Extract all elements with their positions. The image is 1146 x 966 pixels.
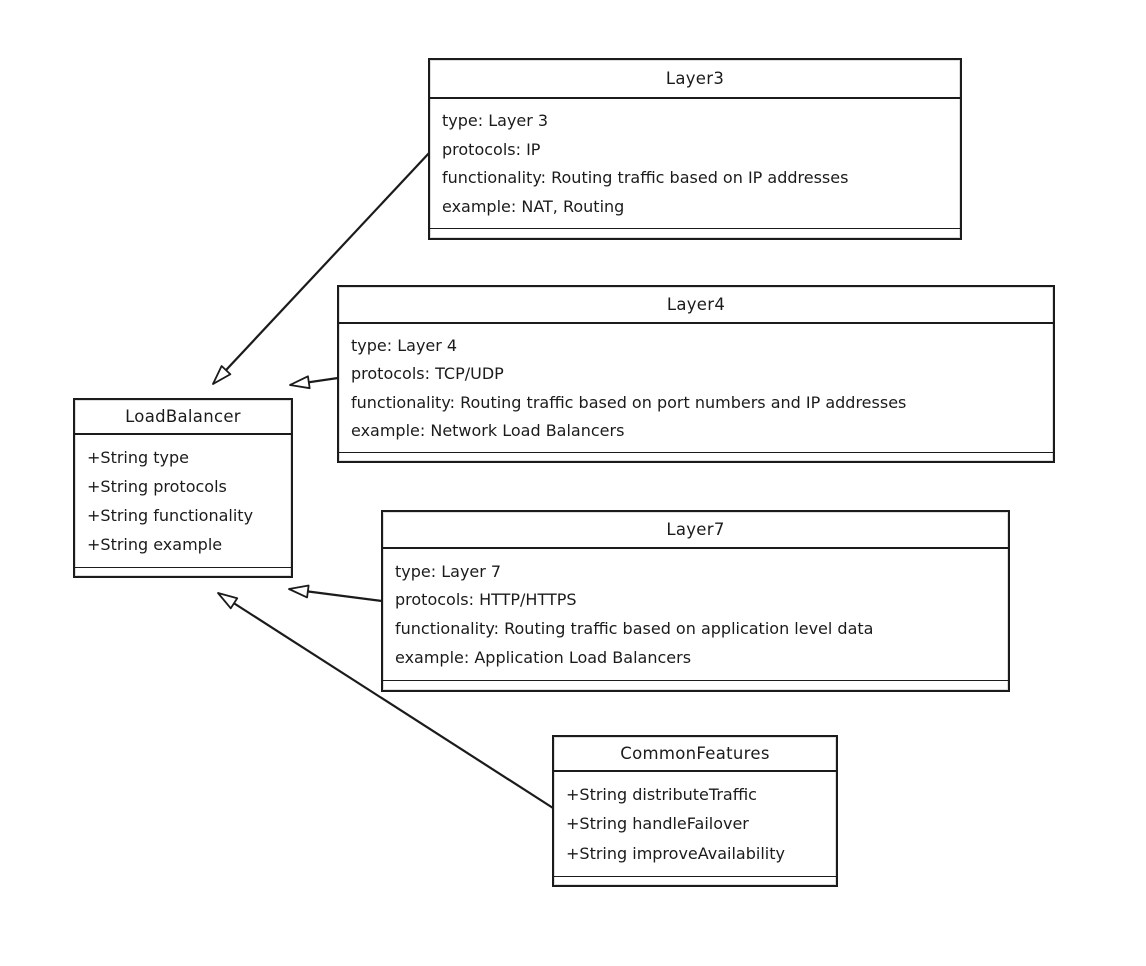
class-member: +String type bbox=[87, 447, 189, 467]
methods-compartment-empty bbox=[339, 452, 1053, 461]
methods-compartment-empty bbox=[75, 567, 291, 576]
class-member: protocols: IP bbox=[442, 139, 541, 159]
class-title-layer3: Layer3 bbox=[430, 60, 960, 99]
class-member: +String distributeTraffic bbox=[566, 785, 757, 805]
class-member: +String protocols bbox=[87, 476, 227, 496]
class-member: protocols: HTTP/HTTPS bbox=[395, 590, 577, 610]
class-member: functionality: Routing traffic based on … bbox=[395, 619, 874, 639]
class-box-layer3: Layer3 type: Layer 3 protocols: IP funct… bbox=[428, 58, 962, 240]
class-box-layer7: Layer7 type: Layer 7 protocols: HTTP/HTT… bbox=[381, 510, 1010, 692]
class-member: functionality: Routing traffic based on … bbox=[351, 392, 907, 412]
class-member: example: NAT, Routing bbox=[442, 196, 625, 216]
methods-compartment-empty bbox=[554, 876, 836, 885]
class-member: +String example bbox=[87, 534, 223, 554]
class-members-commonfeatures: +String distributeTraffic +String handle… bbox=[554, 772, 836, 876]
edge-layer3-to-loadbalancer bbox=[212, 151, 431, 385]
class-member: +String improveAvailability bbox=[566, 843, 785, 863]
methods-compartment-empty bbox=[430, 228, 960, 238]
class-title-commonfeatures: CommonFeatures bbox=[554, 737, 836, 772]
edge-layer4-to-loadbalancer bbox=[289, 375, 339, 390]
class-members-layer3: type: Layer 3 protocols: IP functionalit… bbox=[430, 99, 960, 228]
class-member: protocols: TCP/UDP bbox=[351, 364, 504, 384]
class-member: type: Layer 7 bbox=[395, 561, 502, 581]
class-title-layer4: Layer4 bbox=[339, 287, 1053, 324]
class-member: type: Layer 4 bbox=[351, 336, 458, 356]
class-box-commonfeatures: CommonFeatures +String distributeTraffic… bbox=[552, 735, 838, 887]
class-member: +String functionality bbox=[87, 505, 254, 525]
edge-layer7-to-loadbalancer bbox=[288, 584, 383, 603]
class-box-loadbalancer: LoadBalancer +String type +String protoc… bbox=[73, 398, 293, 578]
class-box-layer4: Layer4 type: Layer 4 protocols: TCP/UDP … bbox=[337, 285, 1055, 463]
class-title-layer7: Layer7 bbox=[383, 512, 1008, 549]
class-member: functionality: Routing traffic based on … bbox=[442, 168, 849, 188]
class-member: example: Application Load Balancers bbox=[395, 648, 692, 668]
class-members-loadbalancer: +String type +String protocols +String f… bbox=[75, 435, 291, 567]
class-member: type: Layer 3 bbox=[442, 111, 549, 131]
edge-commonfeatures-to-loadbalancer bbox=[217, 592, 554, 809]
class-members-layer7: type: Layer 7 protocols: HTTP/HTTPS func… bbox=[383, 549, 1008, 680]
class-title-loadbalancer: LoadBalancer bbox=[75, 400, 291, 435]
class-member: +String handleFailover bbox=[566, 814, 749, 834]
methods-compartment-empty bbox=[383, 680, 1008, 690]
class-member: example: Network Load Balancers bbox=[351, 420, 625, 440]
class-members-layer4: type: Layer 4 protocols: TCP/UDP functio… bbox=[339, 324, 1053, 452]
